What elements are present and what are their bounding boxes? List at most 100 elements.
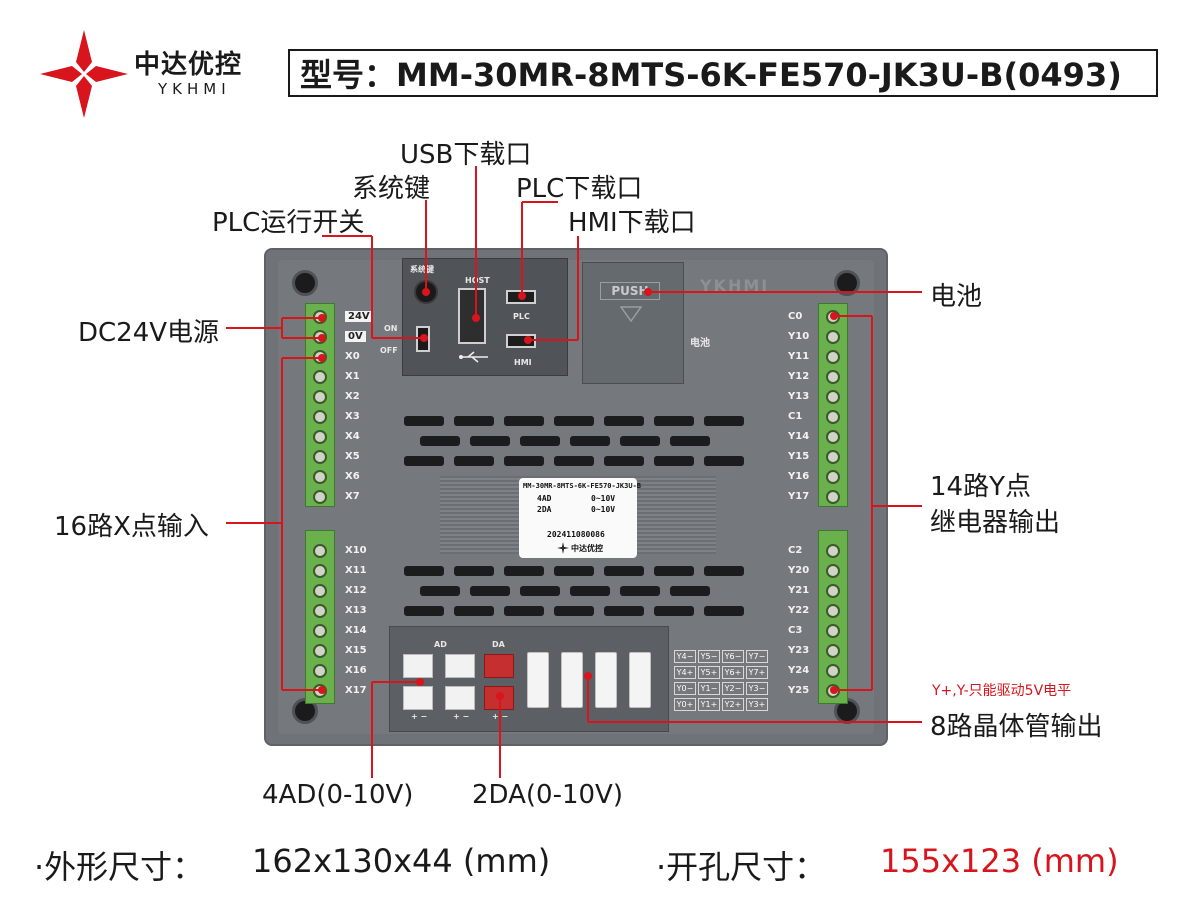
terminal-screw[interactable] [826, 410, 840, 424]
vent-slot [670, 586, 710, 596]
battery-door[interactable] [582, 262, 684, 384]
leader-dot [496, 692, 504, 700]
callout-power: DC24V电源 [78, 318, 220, 348]
terminal-label: C1 [788, 411, 803, 422]
ad-connector-2[interactable] [445, 654, 475, 678]
leader-dot [472, 314, 480, 322]
terminal-screw[interactable] [826, 624, 840, 638]
terminal-screw[interactable] [826, 390, 840, 404]
leader-line [281, 358, 283, 690]
brand-logo-icon [40, 30, 128, 118]
terminal-screw[interactable] [826, 350, 840, 364]
sticker-serial: 202411080086 [547, 530, 605, 539]
terminal-screw[interactable] [826, 450, 840, 464]
transistor-connector-4[interactable] [629, 652, 651, 708]
terminal-screw[interactable] [826, 564, 840, 578]
terminal-screw[interactable] [313, 470, 327, 484]
vent-slot [654, 566, 694, 576]
ad-connector-1[interactable] [403, 654, 433, 678]
brand-sub: YKHMI [158, 80, 231, 98]
ad-connector-3[interactable] [403, 686, 433, 710]
battery-label: 电池 [690, 338, 710, 349]
leader-line [372, 681, 420, 683]
terminal-screw[interactable] [313, 644, 327, 658]
vent-slot [420, 586, 460, 596]
terminal-screw[interactable] [826, 430, 840, 444]
y-terminal-label: Y6− [722, 650, 744, 663]
y-terminal-label: Y2+ [722, 698, 744, 711]
terminal-label: Y25 [788, 685, 810, 696]
terminal-screw[interactable] [826, 644, 840, 658]
vent-slot [470, 436, 510, 446]
vent-slot [570, 436, 610, 446]
vent-slot [570, 586, 610, 596]
terminal-screw[interactable] [826, 604, 840, 618]
leader-line [871, 316, 873, 690]
terminal-screw[interactable] [826, 470, 840, 484]
terminal-screw[interactable] [313, 544, 327, 558]
terminal-screw[interactable] [313, 564, 327, 578]
transistor-note: Y+,Y-只能驱动5V电平 [932, 683, 1072, 699]
terminal-label: Y17 [788, 491, 810, 502]
callout-y-relay-line2: 继电器输出 [930, 508, 1061, 538]
vent-slot [504, 606, 544, 616]
transistor-connector-2[interactable] [561, 652, 583, 708]
leader-line [226, 327, 282, 329]
terminal-screw[interactable] [313, 450, 327, 464]
ad-connector-4[interactable] [445, 686, 475, 710]
transistor-connector-3[interactable] [595, 652, 617, 708]
terminal-label: C2 [788, 545, 803, 556]
terminal-screw[interactable] [826, 330, 840, 344]
terminal-screw[interactable] [313, 430, 327, 444]
leader-line [521, 202, 523, 296]
leader-dot [524, 336, 532, 344]
terminal-screw[interactable] [826, 584, 840, 598]
terminal-screw[interactable] [313, 584, 327, 598]
terminal-label: X6 [345, 471, 360, 482]
transistor-connector-1[interactable] [527, 652, 549, 708]
sticker-brand: 中达优控 [571, 544, 603, 553]
terminal-screw[interactable] [826, 370, 840, 384]
terminal-screw[interactable] [826, 544, 840, 558]
terminal-screw[interactable] [313, 604, 327, 618]
terminal-screw[interactable] [313, 624, 327, 638]
terminal-screw[interactable] [313, 664, 327, 678]
callout-da: 2DA(0-10V) [472, 780, 623, 810]
sticker-da: 2DA [537, 505, 552, 514]
vent-slot [504, 416, 544, 426]
terminal-screw[interactable] [313, 390, 327, 404]
leader-dot [644, 288, 652, 296]
vent-slot [654, 606, 694, 616]
vent-slot [420, 436, 460, 446]
leader-line [226, 522, 282, 524]
leader-line [282, 317, 322, 319]
leader-line [528, 339, 578, 341]
dimensions-label: ·外形尺寸： [34, 848, 205, 886]
vent-slot [554, 566, 594, 576]
leader-line [282, 357, 322, 359]
terminal-label: X4 [345, 431, 360, 442]
da-connector-1[interactable] [484, 654, 514, 678]
da-label: DA [492, 640, 505, 649]
terminal-screw[interactable] [826, 490, 840, 504]
y-terminal-label: Y4+ [674, 666, 696, 679]
terminal-screw[interactable] [313, 370, 327, 384]
terminal-screw[interactable] [313, 490, 327, 504]
callout-usb: USB下载口 [400, 140, 532, 170]
terminal-label: Y16 [788, 471, 810, 482]
callout-plc-port: PLC下载口 [516, 174, 643, 204]
y-terminal-label: Y6+ [722, 666, 744, 679]
vent-slot [404, 566, 444, 576]
vent-slot [504, 456, 544, 466]
terminal-label: X17 [345, 685, 367, 696]
terminal-label: X12 [345, 585, 367, 596]
terminal-screw[interactable] [826, 664, 840, 678]
terminal-label: X15 [345, 645, 367, 656]
vent-slot [704, 416, 744, 426]
y-terminal-label: Y0− [674, 682, 696, 695]
vent-slot [554, 456, 594, 466]
terminal-screw[interactable] [313, 410, 327, 424]
sticker-da-range: 0~10V [591, 505, 616, 514]
terminal-label: Y20 [788, 565, 810, 576]
model-text: 型号：MM-30MR-8MTS-6K-FE570-JK3U-B(0493) [300, 56, 1122, 94]
